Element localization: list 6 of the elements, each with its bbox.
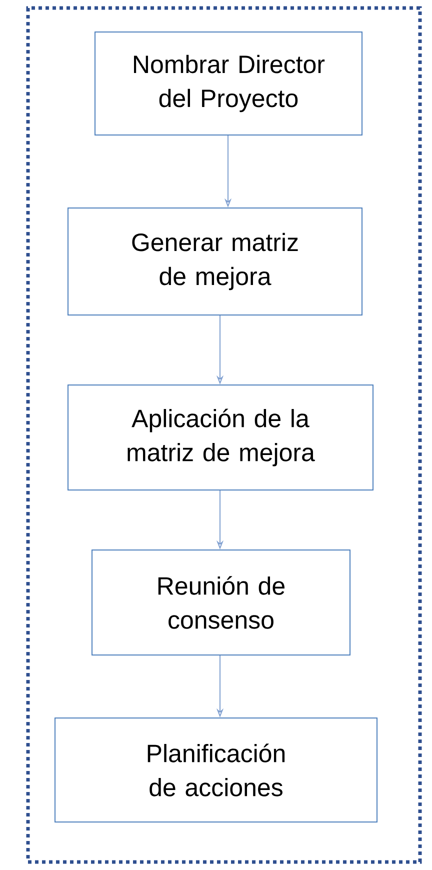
process-box: Planificación de acciones: [54, 718, 378, 822]
process-box: Generar matriz de mejora: [68, 208, 362, 316]
process-box: Nombrar Director del Proyecto: [94, 32, 362, 136]
process-box: Reunión de consenso: [92, 550, 350, 656]
dotted-frame: [26, 6, 422, 864]
process-box: Aplicación de la matriz de mejora: [68, 384, 374, 490]
